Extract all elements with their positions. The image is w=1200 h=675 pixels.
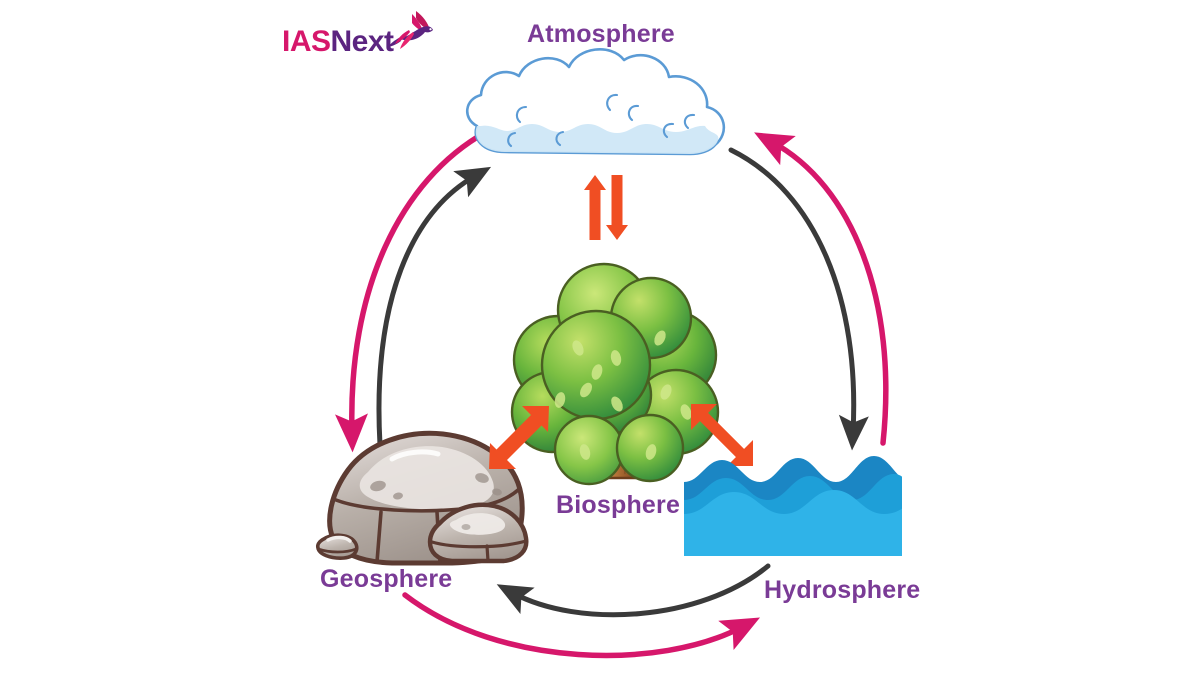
arrow-hydrosphere-to-geosphere [496,563,771,618]
tree-icon [510,262,720,486]
brand-wordmark-ias: IAS [282,25,331,58]
arrow-hydrosphere-to-atmosphere [754,132,889,446]
arrow-biosphere-atmosphere [584,175,628,240]
brand-logo[interactable]: IASNext [282,11,433,60]
arrow-geosphere-to-atmosphere [376,166,492,448]
cloud-icon [466,48,726,156]
label-atmosphere: Atmosphere [527,20,675,48]
arrow-biosphere-hydrosphere [691,404,753,466]
arrow-atmosphere-to-geosphere [335,129,489,453]
brand-wordmark-next: Next [330,25,395,58]
hummingbird-icon [388,11,433,49]
label-geosphere: Geosphere [320,565,453,593]
arrow-geosphere-to-hydrosphere [402,592,761,659]
label-biosphere: Biosphere [556,491,681,519]
arrow-atmosphere-to-hydrosphere [728,147,869,451]
label-hydrosphere: Hydrosphere [764,576,921,604]
brand-wordmark: IASNext [282,25,394,59]
arrow-biosphere-geosphere [489,406,549,469]
water-icon [684,456,902,556]
rock-icon [315,430,529,566]
